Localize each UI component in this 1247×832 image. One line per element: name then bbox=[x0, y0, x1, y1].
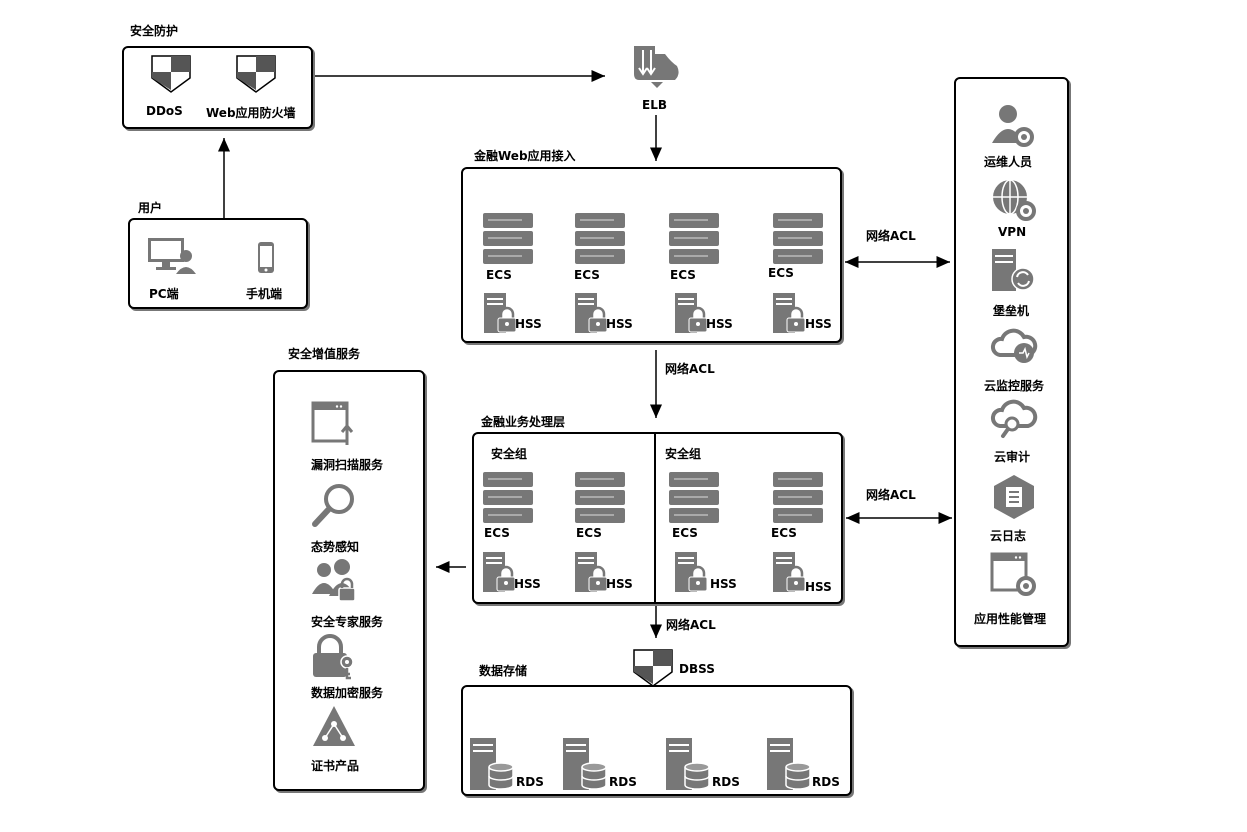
protection-box bbox=[122, 46, 313, 129]
hss-server-lock-icon bbox=[772, 551, 806, 597]
dbss-label: DBSS bbox=[679, 662, 715, 676]
cloud-log-icon bbox=[990, 474, 1038, 524]
acl-label-web-ops: 网络ACL bbox=[866, 229, 916, 243]
database-server-icon bbox=[766, 737, 812, 795]
elb-icon bbox=[631, 44, 681, 100]
hss-label: HSS bbox=[606, 577, 633, 591]
cloud-audit-icon bbox=[990, 398, 1038, 448]
ecs-label: ECS bbox=[484, 526, 510, 540]
vulnerability-scan-icon bbox=[311, 401, 357, 451]
ddos-label: DDoS bbox=[146, 104, 183, 118]
hss-label: HSS bbox=[514, 577, 541, 591]
pc-user-icon bbox=[146, 236, 198, 280]
globe-gear-icon bbox=[990, 177, 1038, 227]
bastion-server-icon bbox=[990, 247, 1038, 297]
rds-label: RDS bbox=[516, 775, 544, 789]
certificate-icon bbox=[311, 704, 357, 754]
magnifier-icon bbox=[311, 482, 357, 532]
database-server-icon bbox=[562, 737, 608, 795]
ecs-label: ECS bbox=[486, 268, 512, 282]
web-access-title: 金融Web应用接入 bbox=[474, 149, 576, 163]
server-stack-icon bbox=[668, 212, 720, 270]
server-stack-icon bbox=[482, 471, 534, 529]
storage-title: 数据存储 bbox=[479, 664, 528, 678]
hss-server-lock-icon bbox=[482, 551, 516, 597]
database-server-icon bbox=[665, 737, 711, 795]
hss-server-lock-icon bbox=[772, 292, 806, 338]
waf-label: Web应用防火墙 bbox=[206, 106, 296, 120]
ops-box bbox=[954, 77, 1069, 647]
ecs-label: ECS bbox=[574, 268, 600, 282]
ops-item-label: VPN bbox=[998, 225, 1027, 239]
value-added-item-label: 安全专家服务 bbox=[311, 615, 384, 629]
rds-label: RDS bbox=[812, 775, 840, 789]
ecs-label: ECS bbox=[670, 268, 696, 282]
server-stack-icon bbox=[574, 212, 626, 270]
ops-item-label: 云监控服务 bbox=[984, 379, 1045, 393]
dbss-shield-icon bbox=[632, 648, 674, 692]
hss-label: HSS bbox=[805, 580, 832, 594]
acl-label-business-ops: 网络ACL bbox=[866, 488, 916, 502]
database-server-icon bbox=[469, 737, 515, 795]
value-added-item-label: 证书产品 bbox=[311, 759, 360, 773]
ops-item-label: 运维人员 bbox=[984, 155, 1033, 169]
expert-users-icon bbox=[311, 558, 359, 608]
hss-server-lock-icon bbox=[574, 292, 608, 338]
server-stack-icon bbox=[668, 471, 720, 529]
hss-server-lock-icon bbox=[574, 551, 608, 597]
security-group-divider bbox=[654, 433, 656, 603]
mobile-icon bbox=[256, 241, 276, 279]
operator-gear-icon bbox=[990, 103, 1038, 153]
hss-label: HSS bbox=[515, 317, 542, 331]
ecs-label: ECS bbox=[768, 266, 794, 280]
hss-label: HSS bbox=[710, 577, 737, 591]
rds-label: RDS bbox=[712, 775, 740, 789]
mobile-label: 手机端 bbox=[246, 287, 283, 301]
lock-key-icon bbox=[311, 634, 357, 684]
hss-server-lock-icon bbox=[674, 292, 708, 338]
hss-server-lock-icon bbox=[674, 551, 708, 597]
ddos-shield-icon bbox=[150, 54, 192, 98]
ecs-label: ECS bbox=[672, 526, 698, 540]
server-stack-icon bbox=[574, 471, 626, 529]
ops-item-label: 堡垒机 bbox=[993, 304, 1030, 318]
server-stack-icon bbox=[772, 471, 824, 529]
hss-label: HSS bbox=[706, 317, 733, 331]
ops-item-label: 云日志 bbox=[990, 529, 1027, 543]
app-performance-icon bbox=[990, 552, 1038, 602]
pc-label: PC端 bbox=[149, 287, 179, 301]
server-stack-icon bbox=[482, 212, 534, 270]
hss-server-lock-icon bbox=[483, 292, 517, 338]
security-group-left-title: 安全组 bbox=[491, 447, 528, 461]
users-title: 用户 bbox=[138, 201, 163, 215]
hss-label: HSS bbox=[805, 317, 832, 331]
security-group-right-title: 安全组 bbox=[665, 447, 702, 461]
users-box bbox=[128, 218, 308, 309]
server-stack-icon bbox=[772, 212, 824, 270]
value-added-item-label: 态势感知 bbox=[311, 540, 360, 554]
ops-item-label: 云审计 bbox=[994, 450, 1031, 464]
ecs-label: ECS bbox=[771, 526, 797, 540]
value-added-title: 安全增值服务 bbox=[288, 347, 361, 361]
ops-item-label: 应用性能管理 bbox=[974, 612, 1047, 626]
ecs-label: ECS bbox=[576, 526, 602, 540]
protection-title: 安全防护 bbox=[130, 24, 179, 38]
elb-label: ELB bbox=[642, 98, 667, 112]
rds-label: RDS bbox=[609, 775, 637, 789]
business-title: 金融业务处理层 bbox=[481, 415, 566, 429]
cloud-monitor-icon bbox=[990, 325, 1038, 375]
value-added-item-label: 数据加密服务 bbox=[311, 686, 384, 700]
waf-shield-icon bbox=[235, 54, 277, 98]
acl-label-business-storage: 网络ACL bbox=[666, 618, 716, 632]
hss-label: HSS bbox=[606, 317, 633, 331]
value-added-item-label: 漏洞扫描服务 bbox=[311, 458, 384, 472]
acl-label-web-business: 网络ACL bbox=[665, 362, 715, 376]
